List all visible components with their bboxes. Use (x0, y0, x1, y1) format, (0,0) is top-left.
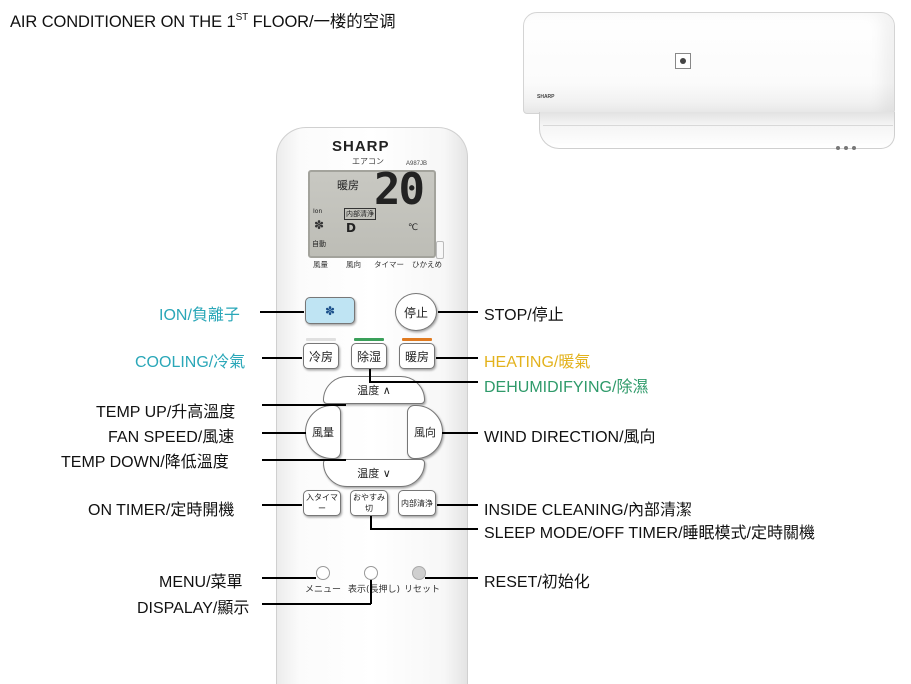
temp-up-label: 温度 ∧ (357, 384, 391, 397)
callout-wind-direction: WIND DIRECTION/風向 (484, 429, 656, 446)
stop-button-label: 停止 (403, 305, 428, 320)
page-title: AIR CONDITIONER ON THE 1ST FLOOR/一楼的空调 (10, 11, 396, 32)
callout-reset: RESET/初始化 (484, 574, 590, 591)
leader-dehumid (369, 381, 478, 383)
remote-brand: SHARP (332, 138, 390, 155)
temp-down-label: 温度 ∨ (357, 467, 391, 480)
callout-menu: MENU/菜單 (159, 574, 243, 591)
leader-wind (442, 432, 478, 434)
wind-direction-button[interactable]: 風向 (407, 405, 443, 459)
cool-button-label: 冷房 (308, 349, 333, 364)
air-conditioner-unit: SHARP (523, 12, 895, 150)
leader-fan-speed (262, 432, 306, 434)
callout-cooling: COOLING/冷氣 (135, 354, 246, 371)
leader-cooling (262, 357, 302, 359)
reset-label: リセット (404, 585, 441, 595)
leader-sleep-vertical (370, 516, 372, 529)
wind-direction-label: 風向 (414, 426, 436, 439)
callout-dehumidifying: DEHUMIDIFYING/除濕 (484, 379, 649, 396)
remote-model: A987JB (406, 161, 428, 167)
callout-heating: HEATING/暖氣 (484, 354, 591, 371)
remote-subtitle: エアコン (352, 157, 384, 166)
lcd-label-timer: タイマー (374, 260, 404, 269)
ion-button[interactable]: ✽ (305, 297, 355, 324)
fan-speed-label: 風量 (312, 426, 334, 439)
lcd-label-modest: ひかえめ (412, 260, 442, 269)
heat-button[interactable]: 暖房 (399, 343, 435, 369)
callout-stop: STOP/停止 (484, 307, 564, 324)
callout-display: DISPALAY/顯示 (137, 600, 250, 617)
reset-button[interactable] (412, 566, 426, 580)
heat-stripe (402, 338, 432, 341)
dehumid-button-label: 除湿 (356, 349, 381, 364)
leader-reset (425, 577, 478, 579)
menu-button[interactable] (316, 566, 330, 580)
leader-inside-clean (437, 504, 478, 506)
lcd-unit: ℃ (408, 223, 419, 233)
lcd-label-fan: 風量 (313, 260, 328, 269)
display-button[interactable] (364, 566, 378, 580)
leader-heating (436, 357, 478, 359)
leader-dehumid-vertical (369, 369, 371, 382)
leader-display-vertical (370, 580, 372, 604)
ac-brand: SHARP (537, 94, 555, 100)
callout-ion: ION/負離子 (159, 307, 240, 324)
callout-inside-cleaning: INSIDE CLEANING/內部清潔 (484, 502, 693, 519)
dpad: 温度 ∧ 風量 風向 温度 ∨ (305, 376, 443, 487)
callout-fan-speed: FAN SPEED/風速 (108, 429, 235, 446)
temp-down-button[interactable]: 温度 ∨ (323, 459, 425, 487)
lcd-temperature: 20 (374, 164, 425, 215)
ac-logo-icon (675, 53, 691, 69)
dehumid-stripe (354, 338, 384, 341)
callout-temp-up: TEMP UP/升高溫度 (96, 404, 236, 421)
leader-stop (438, 311, 478, 313)
on-timer-button[interactable]: 入タイマー (303, 490, 341, 516)
leader-menu (262, 577, 316, 579)
cool-stripe (306, 338, 336, 341)
callout-sleep-mode: SLEEP MODE/OFF TIMER/睡眠模式/定時關機 (484, 525, 816, 542)
leader-display (262, 603, 371, 605)
lcd-display (308, 170, 436, 258)
sleep-timer-button[interactable]: おやすみ切 (350, 490, 388, 516)
leader-temp-up (262, 404, 346, 406)
callout-on-timer: ON TIMER/定時開機 (88, 502, 235, 519)
leader-on-timer (262, 504, 302, 506)
heat-button-label: 暖房 (404, 349, 429, 364)
lcd-side-tab (436, 241, 444, 259)
lcd-fan: D (346, 221, 356, 235)
inside-clean-label: 内部清浄 (401, 498, 433, 508)
dehumid-button[interactable]: 除湿 (351, 343, 387, 369)
display-label: 表示(長押し) (348, 585, 401, 595)
inside-clean-button[interactable]: 内部清浄 (398, 490, 436, 516)
callout-temp-down: TEMP DOWN/降低溫度 (61, 454, 229, 471)
on-timer-label: 入タイマー (306, 493, 338, 513)
menu-label: メニュー (305, 585, 342, 595)
lcd-ion: Ion (313, 208, 323, 215)
leader-temp-down (262, 459, 346, 461)
stop-button[interactable]: 停止 (395, 293, 437, 331)
lcd-label-wind: 風向 (346, 260, 361, 269)
ac-indicator-lights (836, 135, 860, 154)
leader-sleep (370, 528, 478, 530)
grape-icon: ✽ (324, 303, 336, 318)
lcd-inside-cleaning: 内部清浄 (344, 208, 376, 220)
lcd-auto: 自動 (312, 240, 326, 248)
sleep-timer-label: おやすみ切 (353, 493, 385, 513)
fan-speed-button[interactable]: 風量 (305, 405, 341, 459)
cool-button[interactable]: 冷房 (303, 343, 339, 369)
leader-ion (260, 311, 304, 313)
ion-grape-icon: ✽ (314, 218, 325, 232)
lcd-mode: 暖房 (337, 179, 359, 192)
